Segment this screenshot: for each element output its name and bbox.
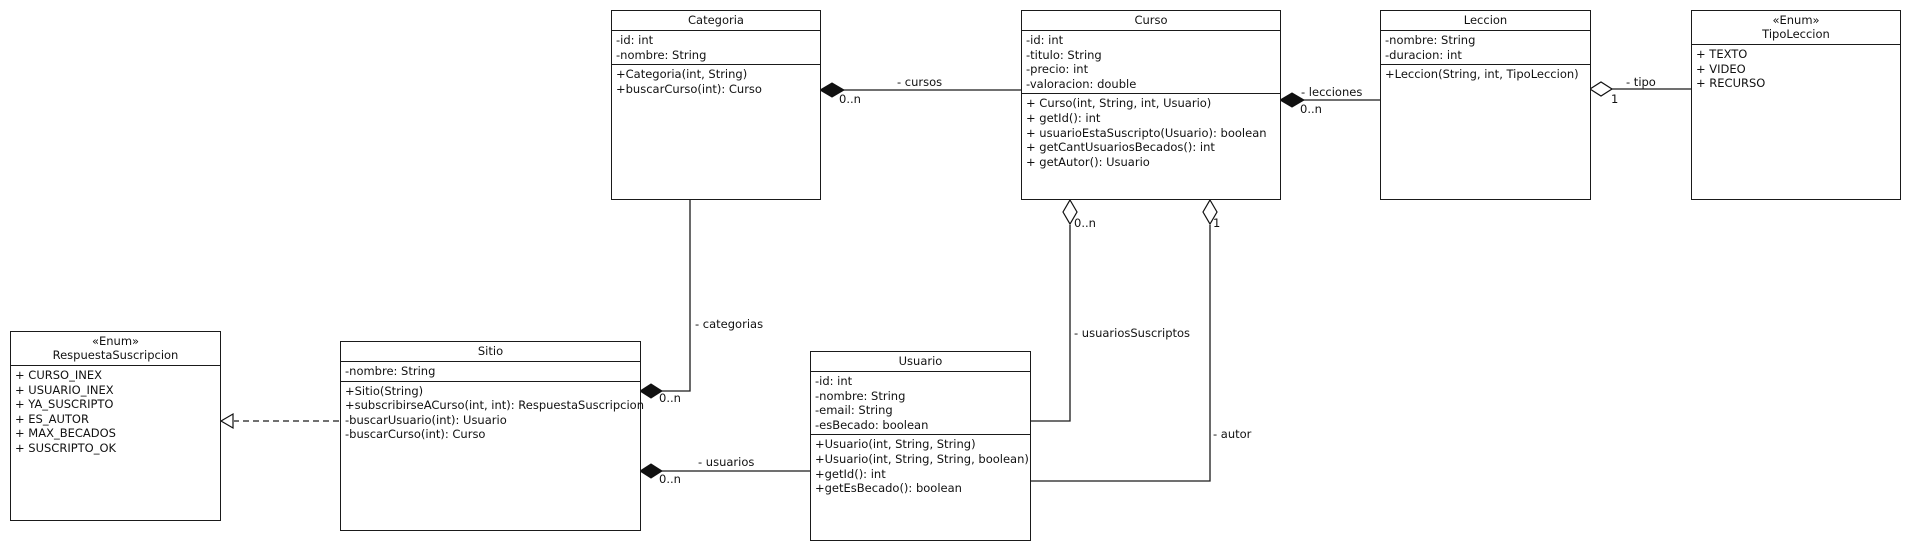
method: -buscarCurso(int): Curso <box>345 427 486 442</box>
categorias-role-label: - categorias <box>695 317 764 331</box>
enum-value: + MAX_BECADOS <box>15 426 116 441</box>
class-usuario[interactable]: Usuario -id: int -nombre: String -email:… <box>810 351 1031 541</box>
tipo-role-label: - tipo <box>1626 75 1656 89</box>
methods-section: +Categoria(int, String) +buscarCurso(int… <box>612 65 820 98</box>
enum-stereotype: «Enum» <box>1772 13 1820 27</box>
class-name: Curso <box>1022 11 1280 31</box>
tipo-aggregation-diamond <box>1588 81 1614 97</box>
method: +Leccion(String, int, TipoLeccion) <box>1385 67 1579 82</box>
tipo-multiplicity-label: 1 <box>1611 92 1619 106</box>
methods-section: +Leccion(String, int, TipoLeccion) <box>1381 65 1590 84</box>
enum-respuesta-suscripcion[interactable]: «Enum» RespuestaSuscripcion + CURSO_INEX… <box>10 331 221 521</box>
usuarios-suscriptos-role-label: - usuariosSuscriptos <box>1074 326 1191 340</box>
attributes-section: -id: int -nombre: String -email: String … <box>811 372 1030 436</box>
enum-values: + TEXTO + VIDEO + RECURSO <box>1692 45 1900 93</box>
method: +getEsBecado(): boolean <box>815 481 962 496</box>
attribute: -email: String <box>815 403 893 418</box>
method: +Usuario(int, String, String, boolean) <box>815 451 1029 466</box>
class-name: Usuario <box>811 352 1030 372</box>
method: +buscarCurso(int): Curso <box>616 81 762 96</box>
enum-values: + CURSO_INEX + USUARIO_INEX + YA_SUSCRIP… <box>11 366 220 458</box>
methods-section: +Sitio(String) +subscribirseACurso(int, … <box>341 382 644 444</box>
attribute: -esBecado: boolean <box>815 417 929 432</box>
attribute: -valoracion: double <box>1026 76 1137 91</box>
cursos-multiplicity-label: 0..n <box>839 92 861 106</box>
autor-aggregation-diamond <box>1202 198 1218 226</box>
usuarios-suscriptos-multiplicity-label: 0..n <box>1074 216 1096 230</box>
method: + Curso(int, String, int, Usuario) <box>1026 96 1212 111</box>
enum-value: + TEXTO <box>1696 47 1748 61</box>
method: + getAutor(): Usuario <box>1026 154 1150 169</box>
autor-role-label: - autor <box>1213 427 1252 441</box>
method: + getCantUsuariosBecados(): int <box>1026 140 1215 155</box>
enum-value: + CURSO_INEX <box>15 368 102 382</box>
categorias-multiplicity-label: 0..n <box>659 391 681 405</box>
attribute: -id: int <box>815 374 853 388</box>
attribute: -nombre: String <box>1385 33 1476 47</box>
enum-name: RespuestaSuscripcion <box>52 348 179 362</box>
enum-value: + VIDEO <box>1696 61 1746 76</box>
attribute: -id: int <box>1026 33 1064 47</box>
cursos-composition-diamond <box>819 82 845 98</box>
attribute: -duracion: int <box>1385 47 1462 62</box>
method: -buscarUsuario(int): Usuario <box>345 412 507 427</box>
attribute: -id: int <box>616 33 654 47</box>
method: + usuarioEstaSuscripto(Usuario): boolean <box>1026 125 1267 140</box>
class-leccion[interactable]: Leccion -nombre: String -duracion: int +… <box>1380 10 1591 200</box>
enum-header: «Enum» RespuestaSuscripcion <box>11 332 220 366</box>
attribute: -nombre: String <box>616 47 707 62</box>
autor-line <box>1031 225 1211 482</box>
attribute: -precio: int <box>1026 62 1089 77</box>
usuarios-multiplicity-label: 0..n <box>659 472 681 486</box>
class-name: Sitio <box>341 342 640 362</box>
enum-value: + RECURSO <box>1696 76 1766 91</box>
usuarios-role-label: - usuarios <box>698 455 755 469</box>
method: +Categoria(int, String) <box>616 67 748 82</box>
class-sitio[interactable]: Sitio -nombre: String +Sitio(String) +su… <box>340 341 644 531</box>
class-categoria[interactable]: Categoria -id: int -nombre: String +Cate… <box>611 10 821 200</box>
lecciones-multiplicity-label: 0..n <box>1300 102 1322 116</box>
attributes-section: -nombre: String <box>341 362 640 382</box>
method: + getId(): int <box>1026 110 1101 125</box>
categorias-line <box>661 200 691 392</box>
usuarios-suscriptos-aggregation-diamond <box>1062 198 1078 226</box>
lecciones-composition-diamond <box>1279 92 1305 108</box>
methods-section: +Usuario(int, String, String) +Usuario(i… <box>811 435 1030 497</box>
attributes-section: -nombre: String -duracion: int <box>1381 31 1590 66</box>
attribute: -nombre: String <box>345 364 436 378</box>
enum-stereotype: «Enum» <box>91 334 140 348</box>
class-name: Categoria <box>612 11 820 31</box>
categorias-composition-diamond <box>639 383 663 399</box>
enum-name: TipoLeccion <box>1762 27 1830 41</box>
attributes-section: -id: int -nombre: String <box>612 31 820 66</box>
usuarios-composition-diamond <box>639 463 663 479</box>
cursos-role-label: - cursos <box>897 75 943 89</box>
enum-value: + YA_SUSCRIPTO <box>15 397 114 412</box>
method: +getId(): int <box>815 466 886 481</box>
methods-section: + Curso(int, String, int, Usuario) + get… <box>1022 94 1280 171</box>
method: +Sitio(String) <box>345 383 424 398</box>
class-curso[interactable]: Curso -id: int -titulo: String -precio: … <box>1021 10 1281 200</box>
enum-tipo-leccion[interactable]: «Enum» TipoLeccion + TEXTO + VIDEO + REC… <box>1691 10 1901 200</box>
class-name: Leccion <box>1381 11 1590 31</box>
lecciones-role-label: - lecciones <box>1301 85 1363 99</box>
enum-value: + SUSCRIPTO_OK <box>15 440 117 455</box>
enum-value: + ES_AUTOR <box>15 411 89 426</box>
dependency-arrow-head <box>219 412 234 430</box>
usuarios-suscriptos-line <box>1031 225 1071 422</box>
enum-value: + USUARIO_INEX <box>15 382 114 397</box>
autor-multiplicity-label: 1 <box>1213 216 1221 230</box>
attribute: -titulo: String <box>1026 47 1102 62</box>
attribute: -nombre: String <box>815 388 906 403</box>
method: +Usuario(int, String, String) <box>815 437 976 452</box>
attributes-section: -id: int -titulo: String -precio: int -v… <box>1022 31 1280 95</box>
method: +subscribirseACurso(int, int): Respuesta… <box>345 398 644 413</box>
enum-header: «Enum» TipoLeccion <box>1692 11 1900 45</box>
